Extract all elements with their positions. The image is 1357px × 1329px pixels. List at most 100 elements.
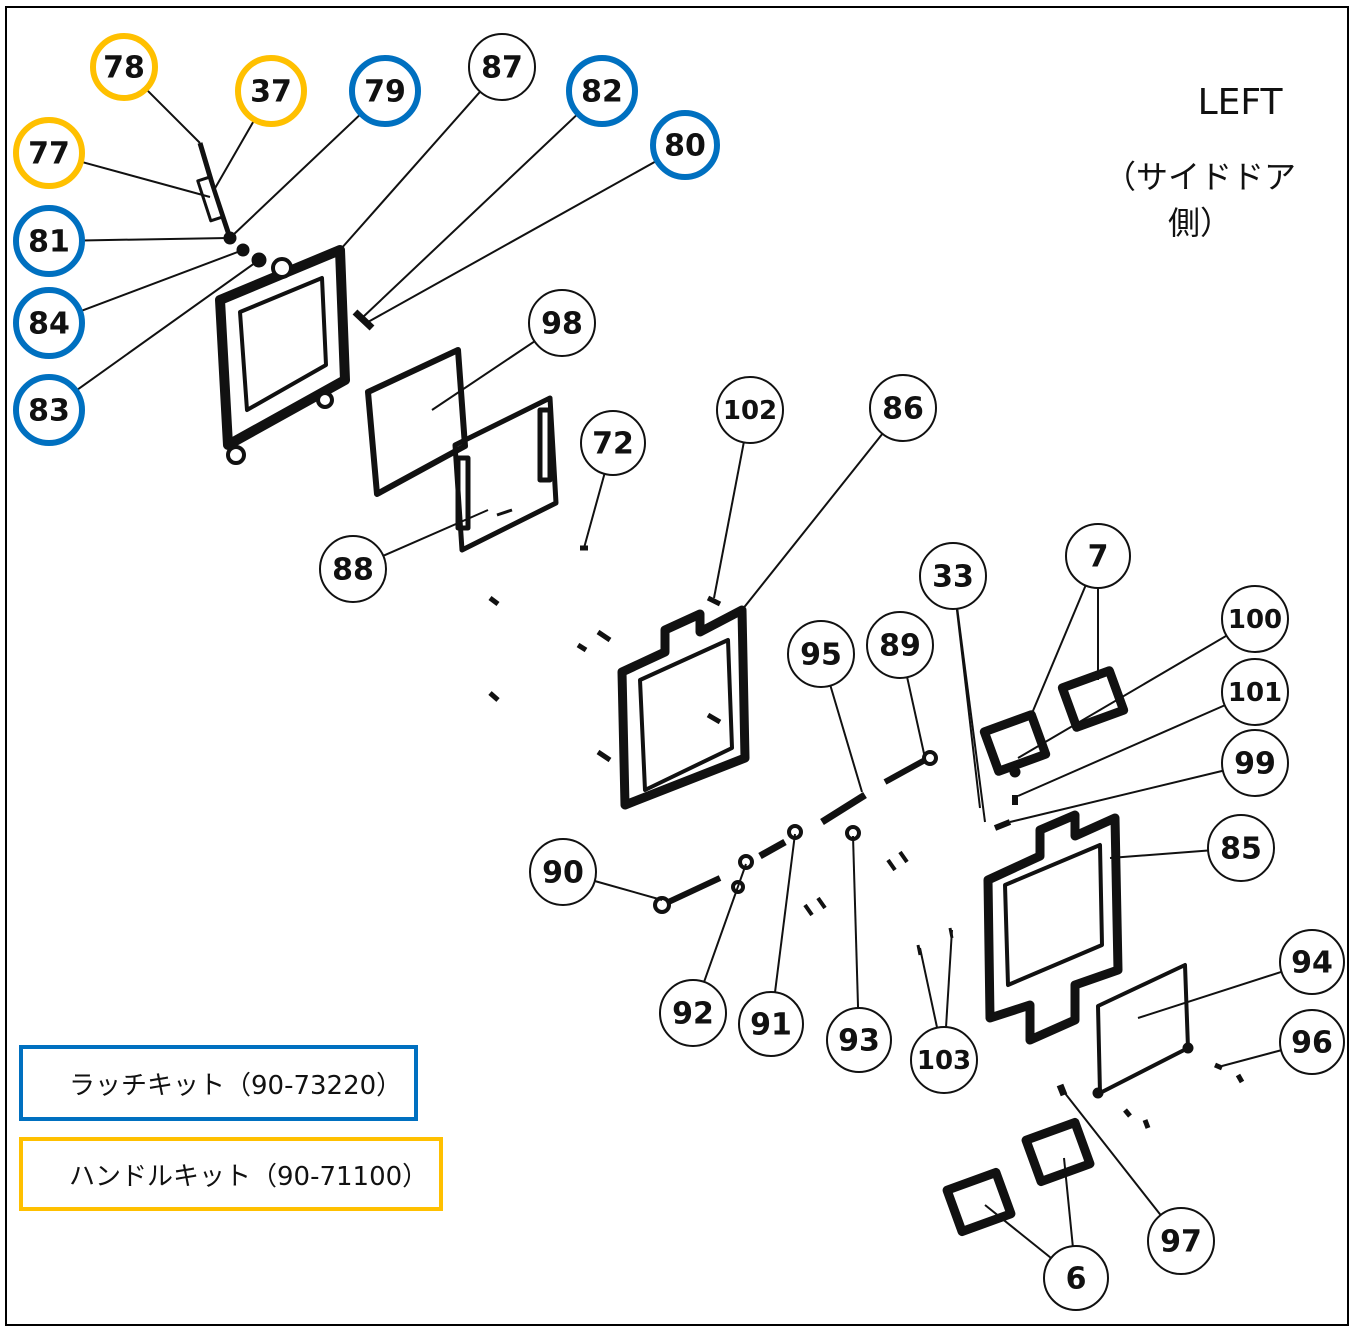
leader-line-95 <box>829 685 863 793</box>
leader-line-81 <box>81 237 229 242</box>
callout-number: 94 <box>1291 946 1333 981</box>
leader-line-98 <box>431 340 536 411</box>
callout-79: 79 <box>349 55 421 127</box>
leader-line-6 <box>984 1204 1052 1259</box>
legend-handle-kit: ハンドルキット（90-71100） <box>19 1137 443 1211</box>
part-housing-85 <box>983 810 1123 1045</box>
callout-circle <box>1279 929 1345 995</box>
part-handle-grip <box>196 175 224 223</box>
callout-number: 84 <box>28 307 70 342</box>
callout-circle <box>529 838 597 906</box>
callout-number: 72 <box>592 427 634 462</box>
leader-line-93 <box>852 835 860 1009</box>
callout-97: 97 <box>1147 1207 1215 1275</box>
leader-line-92 <box>703 863 747 983</box>
callout-number: 81 <box>28 225 70 260</box>
leader-lines <box>75 88 1282 1259</box>
callout-number: 89 <box>879 629 921 664</box>
callout-number: 85 <box>1220 832 1262 867</box>
callout-circle <box>787 620 855 688</box>
leader-line-33 <box>955 608 981 809</box>
callout-circle <box>1207 814 1275 882</box>
callout-77: 77 <box>13 117 85 189</box>
callout-circle <box>90 33 158 101</box>
part-door-frame-87 <box>215 245 350 450</box>
callout-103: 103 <box>910 1026 978 1094</box>
callout-circle <box>566 55 638 127</box>
callout-circle <box>716 376 784 444</box>
callout-number: 82 <box>581 75 623 110</box>
leader-line-7 <box>1029 585 1087 719</box>
callout-circle <box>1221 585 1289 653</box>
leader-line-77 <box>80 160 211 198</box>
part-screw-80 <box>352 309 375 331</box>
view-title: LEFT <box>1197 82 1283 123</box>
leader-line-84 <box>79 249 244 313</box>
callout-number: 37 <box>250 75 292 110</box>
leader-line-83 <box>75 259 260 392</box>
callout-number: 92 <box>672 997 714 1032</box>
view-subtitle: （サイドドア側） <box>1103 158 1296 242</box>
callout-33: 33 <box>919 542 987 610</box>
leader-line-88 <box>382 509 489 557</box>
callout-circle <box>869 374 937 442</box>
callout-circle <box>1065 523 1131 589</box>
callout-number: 90 <box>542 856 584 891</box>
callout-number: 100 <box>1228 605 1282 635</box>
leader-line-85 <box>1109 849 1209 859</box>
leader-line-100 <box>1017 634 1228 759</box>
callout-72: 72 <box>580 410 646 476</box>
callout-circle <box>1221 658 1289 726</box>
callout-number: 88 <box>332 553 374 588</box>
callout-circle <box>1147 1207 1215 1275</box>
part-pad-7b <box>1057 666 1129 732</box>
callout-circle <box>528 289 596 357</box>
leader-line-94 <box>1137 970 1282 1019</box>
callout-number: 83 <box>28 394 70 429</box>
callout-80: 80 <box>650 110 720 180</box>
callout-circle <box>13 374 85 446</box>
callout-number: 77 <box>28 137 70 172</box>
callout-number: 95 <box>800 638 842 673</box>
part-rod-90 <box>660 875 722 908</box>
leader-line-72 <box>583 473 606 549</box>
callout-86: 86 <box>869 374 937 442</box>
leader-line-86 <box>741 433 884 611</box>
callout-circle <box>866 611 934 679</box>
callout-number: 91 <box>750 1008 792 1043</box>
callout-circle <box>650 110 720 180</box>
parts-drawing <box>196 142 1245 1237</box>
callout-7: 7 <box>1065 523 1131 589</box>
legend-latch-kit: ラッチキット（90-73220） <box>19 1045 418 1121</box>
callout-circle <box>826 1007 892 1073</box>
callout-6: 6 <box>1043 1245 1109 1311</box>
callout-circle <box>13 205 85 277</box>
callout-84: 84 <box>13 287 85 359</box>
callout-78: 78 <box>90 33 158 101</box>
leader-line-96 <box>1221 1049 1282 1067</box>
callout-number: 33 <box>932 560 974 595</box>
callout-82: 82 <box>566 55 638 127</box>
callout-circle <box>919 542 987 610</box>
part-pad-6b <box>1021 1117 1095 1187</box>
callout-circle <box>349 55 421 127</box>
leader-line-82 <box>361 112 579 319</box>
callout-number: 86 <box>882 392 924 427</box>
leader-line-99 <box>1009 769 1224 823</box>
callout-98: 98 <box>528 289 596 357</box>
callout-81: 81 <box>13 205 85 277</box>
callout-circle <box>659 979 727 1047</box>
callout-circle <box>1279 1009 1345 1075</box>
leader-line-80 <box>367 159 658 323</box>
callout-number: 103 <box>917 1046 971 1076</box>
callout-number: 79 <box>364 75 406 110</box>
callout-number: 80 <box>664 129 706 164</box>
callout-number: 97 <box>1160 1225 1202 1260</box>
part-frame-86 <box>617 605 750 810</box>
part-plate-94 <box>1096 963 1190 1095</box>
part-pad-6a <box>942 1167 1016 1237</box>
callout-number: 7 <box>1088 540 1109 575</box>
callout-102: 102 <box>716 376 784 444</box>
leader-line-101 <box>1017 704 1226 797</box>
